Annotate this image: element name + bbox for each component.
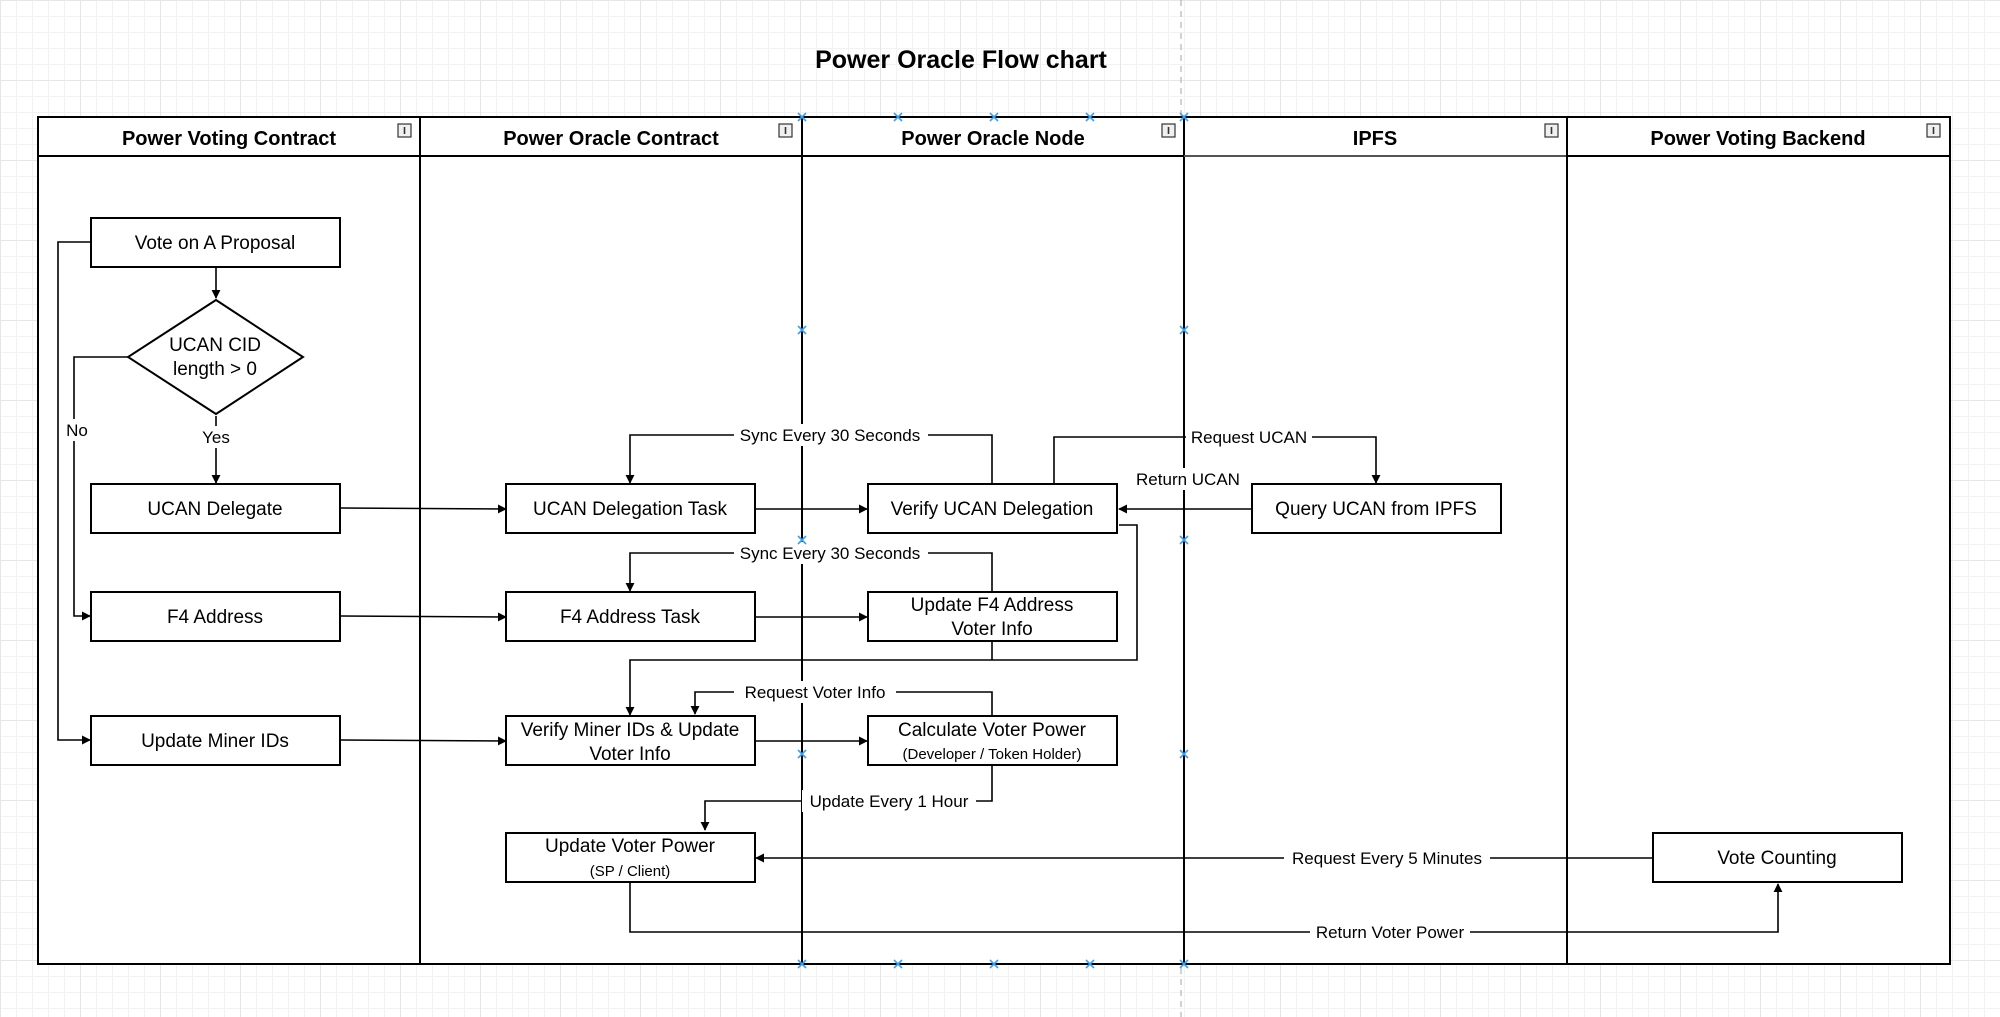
edge-label-no: No (66, 421, 88, 440)
node-sublabel: (SP / Client) (590, 863, 671, 880)
node-f4-address-task[interactable]: F4 Address Task (505, 591, 756, 642)
collapse-toggle-icon[interactable] (1926, 123, 1941, 138)
node-label: Update Miner IDs (141, 731, 289, 752)
lane-title: IPFS (1353, 128, 1397, 150)
edge-label-request-5min: Request Every 5 Minutes (1292, 849, 1482, 868)
swimlane-pool: Power Voting Contract Power Oracle Contr… (37, 116, 1951, 965)
node-label: UCAN Delegation Task (533, 499, 727, 520)
node-label: Query UCAN from IPFS (1275, 499, 1477, 520)
lane-title: Power Oracle Node (901, 128, 1084, 150)
chart-title: Power Oracle Flow chart (815, 46, 1107, 74)
edge-label-return-power: Return Voter Power (1316, 923, 1465, 942)
node-label: Voter Info (589, 744, 670, 765)
collapse-toggle-icon[interactable] (397, 123, 412, 138)
edge-verify-ucan-to-miner[interactable] (625, 524, 1138, 716)
selection-handles[interactable] (797, 112, 1189, 969)
edge-miner-ids[interactable] (339, 736, 507, 746)
lane-oracle-node[interactable]: Power Oracle Node (801, 116, 1185, 965)
edge-vote-to-miner[interactable] (57, 241, 91, 745)
node-update-miner-ids[interactable]: Update Miner IDs (90, 715, 341, 766)
node-label: Vote on A Proposal (135, 233, 296, 254)
edge-return-power[interactable] (629, 882, 1783, 933)
lane-title: Power Voting Backend (1650, 128, 1865, 150)
node-ucan-delegation-task[interactable]: UCAN Delegation Task (505, 483, 756, 534)
lane-title: Power Voting Contract (122, 128, 336, 150)
node-label: Verify Miner IDs & Update (521, 720, 740, 741)
node-ucan-delegate[interactable]: UCAN Delegate (90, 483, 341, 534)
node-f4-address[interactable]: F4 Address (90, 591, 341, 642)
edge-no[interactable] (73, 356, 128, 621)
node-label: Vote Counting (1717, 848, 1836, 869)
node-label: Calculate Voter Power (898, 720, 1087, 741)
lane-title: Power Oracle Contract (503, 128, 719, 150)
edge-label-request-voter-info: Request Voter Info (745, 683, 886, 702)
node-label: UCAN Delegate (147, 499, 282, 520)
nodes: Vote on A Proposal UCAN CID length > 0 U… (90, 217, 1903, 883)
node-label: Update F4 Address (911, 595, 1074, 616)
node-label: F4 Address Task (560, 607, 701, 628)
edge-label-sync-ucan: Sync Every 30 Seconds (740, 426, 920, 445)
node-label: Voter Info (951, 619, 1032, 640)
decision-ucan-cid-length[interactable]: UCAN CID length > 0 (126, 298, 305, 416)
edge-label-update-hourly: Update Every 1 Hour (810, 792, 969, 811)
node-vote-counting[interactable]: Vote Counting (1652, 832, 1903, 883)
lane-oracle-contract[interactable]: Power Oracle Contract (419, 116, 803, 965)
node-query-ucan-ipfs[interactable]: Query UCAN from IPFS (1251, 483, 1502, 534)
node-update-f4-voter-info[interactable]: Update F4 Address Voter Info (867, 591, 1118, 642)
node-label: F4 Address (167, 607, 263, 628)
edge-label-yes: Yes (202, 428, 230, 447)
edge-label-sync-f4: Sync Every 30 Seconds (740, 544, 920, 563)
lane-voting-backend[interactable]: Power Voting Backend (1566, 116, 1951, 965)
node-sublabel: (Developer / Token Holder) (903, 746, 1082, 763)
collapse-toggle-icon[interactable] (778, 123, 793, 138)
edge-labels: No Yes Sync Every 30 Seconds Sync Every … (62, 419, 1490, 943)
node-vote-on-proposal[interactable]: Vote on A Proposal (90, 217, 341, 268)
node-verify-miner-ids[interactable]: Verify Miner IDs & Update Voter Info (505, 715, 756, 766)
node-label: Update Voter Power (545, 836, 716, 857)
node-label: length > 0 (173, 359, 257, 380)
node-update-voter-power[interactable]: Update Voter Power (SP / Client) (505, 832, 756, 883)
edge-ucan-delegate[interactable] (339, 504, 507, 514)
edge-f4-address[interactable] (339, 612, 507, 622)
node-verify-ucan-delegation[interactable]: Verify UCAN Delegation (867, 483, 1118, 534)
collapse-toggle-icon[interactable] (1544, 123, 1559, 138)
edge-label-request-ucan: Request UCAN (1191, 428, 1307, 447)
node-label: UCAN CID (169, 335, 261, 356)
node-label: Verify UCAN Delegation (891, 499, 1094, 520)
collapse-toggle-icon[interactable] (1161, 123, 1176, 138)
node-calculate-voter-power[interactable]: Calculate Voter Power (Developer / Token… (867, 715, 1118, 766)
edge-label-return-ucan: Return UCAN (1136, 470, 1240, 489)
lane-ipfs[interactable]: IPFS (1183, 116, 1568, 965)
